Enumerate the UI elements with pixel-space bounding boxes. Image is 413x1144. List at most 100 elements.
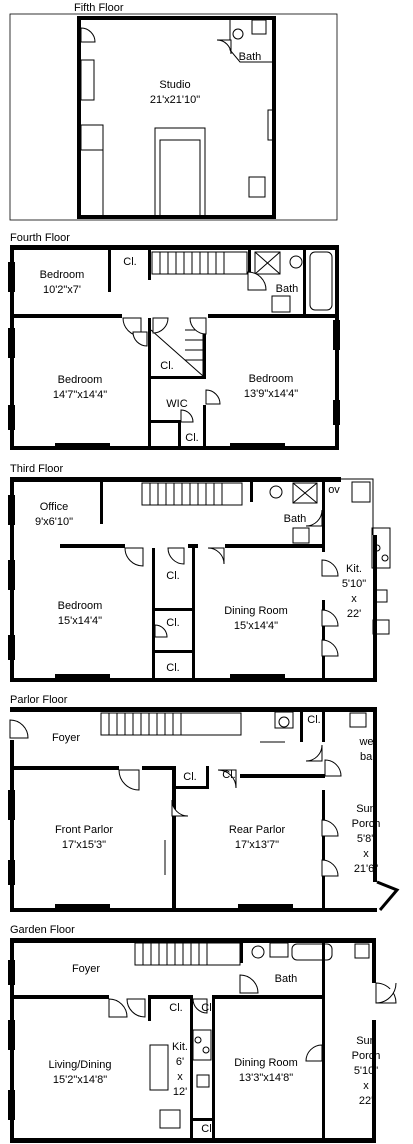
shower-icon xyxy=(292,482,318,504)
door-icon xyxy=(192,998,208,1014)
door-icon xyxy=(132,331,148,347)
room-name: Bedroom xyxy=(58,374,103,386)
stairs-icon xyxy=(154,127,206,217)
floor-title: Fifth Floor xyxy=(74,2,124,14)
window xyxy=(8,328,15,358)
wall xyxy=(172,766,176,908)
room-name: Foyer xyxy=(52,732,80,744)
wall xyxy=(303,250,306,314)
wall xyxy=(77,16,276,20)
fourth-floor: Fourth Floor xyxy=(8,232,340,450)
door-icon xyxy=(207,547,225,565)
stove-icon xyxy=(371,527,391,569)
wall xyxy=(10,446,339,450)
wall xyxy=(212,995,322,999)
toilet-icon xyxy=(278,716,290,728)
window xyxy=(8,860,15,885)
wall xyxy=(148,995,193,999)
room-name: Bath xyxy=(239,51,262,63)
wall xyxy=(100,482,103,524)
room-name: Bedroom xyxy=(58,600,103,612)
wall xyxy=(322,600,325,678)
closet xyxy=(80,124,104,151)
window xyxy=(8,635,15,660)
room-dims: 5'10" xyxy=(354,1065,378,1077)
door-icon xyxy=(167,547,185,565)
wall xyxy=(155,608,192,611)
wall xyxy=(14,766,119,770)
wall xyxy=(248,250,251,272)
door-icon xyxy=(9,719,29,739)
wall xyxy=(190,999,193,1138)
room-name: WIC xyxy=(166,398,187,410)
appliance-icon xyxy=(248,176,266,198)
stairs-icon xyxy=(185,329,204,376)
room-name: Cl. xyxy=(185,432,198,444)
door-icon xyxy=(305,1044,323,1062)
stairs-icon xyxy=(159,139,201,217)
stairs-icon xyxy=(108,713,182,735)
door-icon xyxy=(321,559,339,577)
wall xyxy=(372,1020,376,1143)
room-name: Dining Room xyxy=(234,1057,298,1069)
room-dims: 13'3"x14'8" xyxy=(239,1072,293,1084)
door-icon xyxy=(154,624,168,638)
room-name: Cl. xyxy=(201,1123,214,1135)
wall xyxy=(203,318,206,378)
room-dims: 10'2"x7' xyxy=(43,284,81,296)
room-dims: 5'10" xyxy=(342,578,366,590)
window xyxy=(333,400,340,425)
window xyxy=(55,443,110,450)
wall xyxy=(60,544,125,548)
room-name: Bedroom xyxy=(40,269,85,281)
room-dims: 22' xyxy=(347,608,361,620)
parlor-floor: Parlor Floor xyxy=(8,694,400,912)
sink-icon xyxy=(232,28,244,40)
door-icon xyxy=(321,859,339,877)
window xyxy=(8,405,15,430)
room-name: Kit. xyxy=(346,563,362,575)
counter-icon xyxy=(159,1109,181,1129)
room-name: Cl. xyxy=(123,256,136,268)
room-dims: x xyxy=(363,848,369,860)
room-dims: 17'x13'7" xyxy=(235,839,279,851)
door-icon xyxy=(321,819,339,837)
shower-icon xyxy=(292,482,318,504)
wall xyxy=(178,420,181,446)
room-name: Cl. xyxy=(169,1002,182,1014)
room-name: Bedroom xyxy=(249,373,294,385)
wall xyxy=(14,995,109,999)
sink-icon xyxy=(274,711,294,729)
sink-icon xyxy=(269,942,289,958)
stairs-icon xyxy=(159,252,225,274)
garden-floor: Garden Floor xyxy=(8,924,397,1143)
stairs-icon xyxy=(141,482,243,506)
stairs-icon xyxy=(134,942,241,966)
toilet-icon xyxy=(251,945,265,959)
wall xyxy=(77,16,81,219)
window xyxy=(230,674,285,680)
door-icon xyxy=(205,389,221,405)
stove-icon xyxy=(381,554,389,562)
fifth-floor: Fifth Floor Studio 21'x21'10" Bath xyxy=(9,2,338,221)
room-name: Cl. xyxy=(166,662,179,674)
wall xyxy=(152,548,155,678)
sink-icon xyxy=(374,589,388,603)
wall xyxy=(192,548,195,678)
window xyxy=(230,443,285,450)
door-icon xyxy=(171,799,189,817)
door-icon xyxy=(126,998,146,1018)
sink-icon xyxy=(196,1074,210,1088)
room-name: Cl. xyxy=(307,714,320,726)
stove-icon xyxy=(373,544,381,552)
floor-title: Fourth Floor xyxy=(10,232,70,244)
wall xyxy=(108,250,111,292)
room-dims: 21'6" xyxy=(354,863,378,875)
room-dims: x xyxy=(177,1071,183,1083)
wall xyxy=(188,544,198,548)
room-name: Rear Parlor xyxy=(229,824,286,836)
wall xyxy=(373,535,377,682)
bath-wall xyxy=(229,20,272,63)
wall xyxy=(148,250,151,280)
wall xyxy=(372,938,376,983)
